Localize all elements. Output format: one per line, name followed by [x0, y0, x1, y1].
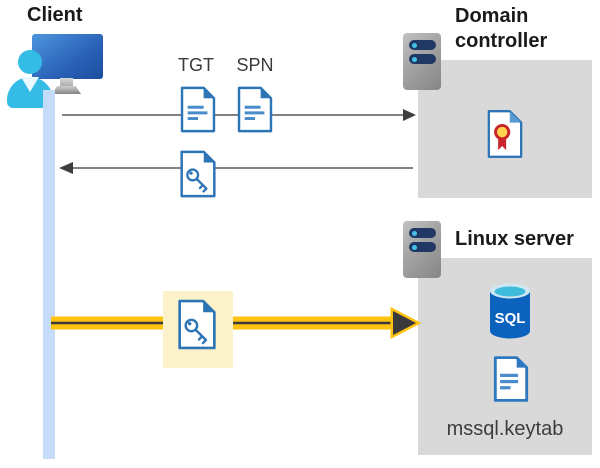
- response-arrow: [59, 162, 413, 174]
- service-ticket-arrow: [51, 306, 422, 340]
- keytab-filename-label: mssql.keytab: [446, 418, 564, 440]
- server-drive-bar: [408, 40, 436, 50]
- keytab-document-icon: [493, 356, 529, 402]
- request-arrow: [62, 109, 416, 121]
- linux-server-label: Linux server: [455, 228, 574, 250]
- server-drive-bar: [408, 228, 436, 238]
- person-icon: [18, 50, 42, 74]
- certificate-document-icon: [487, 110, 523, 158]
- tgt-label: TGT: [178, 55, 214, 75]
- key-document-icon: [178, 299, 216, 350]
- tgt-document-icon: [180, 86, 216, 133]
- monitor-icon: [32, 34, 103, 79]
- monitor-stand: [60, 78, 73, 87]
- linux-server-icon: [403, 221, 441, 278]
- sql-badge-text: SQL: [495, 310, 526, 327]
- spn-document-icon: [237, 86, 273, 133]
- server-drive-bar: [408, 54, 436, 64]
- domain-controller-label: Domain controller: [455, 5, 548, 52]
- server-drive-bar: [408, 242, 436, 252]
- key-document-icon: [180, 150, 216, 198]
- sql-database-icon: SQL: [490, 283, 530, 339]
- client-lifeline: [43, 90, 55, 459]
- domain-controller-server-icon: [403, 33, 441, 90]
- monitor-stand-base: [52, 86, 81, 94]
- spn-label: SPN: [236, 55, 274, 75]
- client-label: Client: [27, 4, 83, 26]
